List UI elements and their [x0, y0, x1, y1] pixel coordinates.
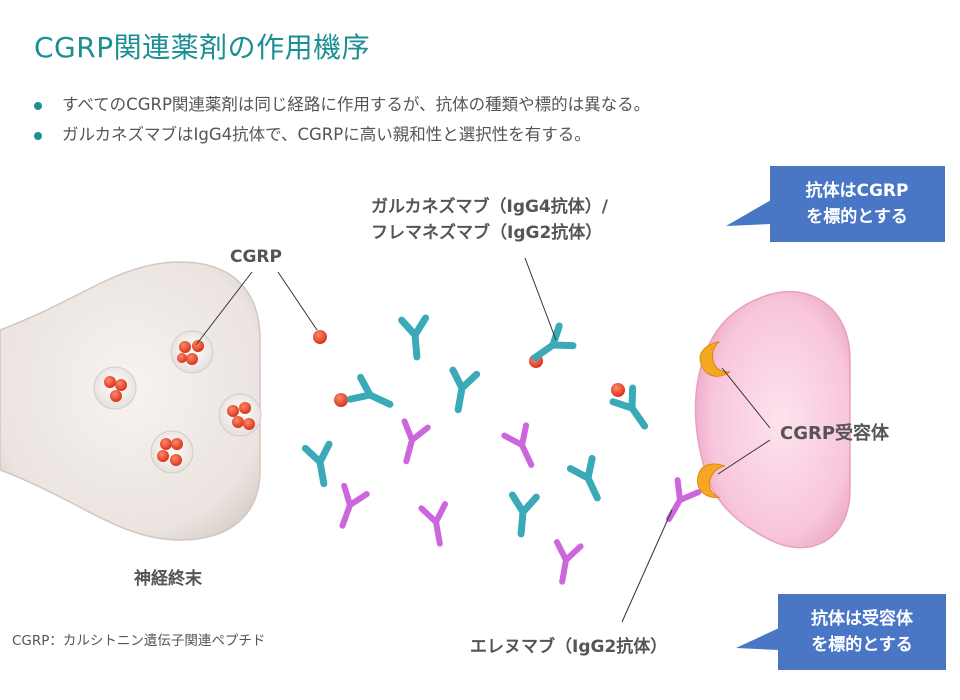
teal-antibody — [531, 322, 577, 362]
leader-line-cgrp-free — [277, 271, 318, 331]
cgrp-molecule — [611, 383, 625, 397]
page-title: CGRP関連薬剤の作用機序 — [34, 31, 371, 64]
galcanezumab-label-line1: ガルカネズマブ（IgG4抗体）/ — [371, 196, 609, 217]
callout-receptor-target: 抗体は受容体 を標的とする — [736, 594, 946, 670]
leader-line-erenumab — [621, 509, 673, 623]
teal-antibody — [508, 491, 540, 538]
vesicle — [150, 430, 194, 474]
erenumab-label: エレヌマブ（IgG2抗体） — [470, 636, 667, 657]
leader-line-galcanezumab — [524, 257, 557, 341]
teal-antibody — [609, 384, 649, 430]
cgrp-molecule — [334, 393, 348, 407]
bullet-item: ガルカネズマブはIgG4抗体で、CGRPに高い親和性と選択性を有する。 — [34, 120, 650, 150]
footnote: CGRP：カルシトニン遺伝子関連ペプチド — [12, 633, 265, 649]
cgrp-receptor-bottom — [697, 463, 726, 499]
vesicle — [93, 366, 137, 410]
vesicle-releasing — [218, 393, 262, 437]
leader-line-receptor-top — [721, 367, 771, 429]
teal-antibody — [566, 454, 601, 502]
receptor-cell-shape — [694, 290, 851, 549]
cgrp-label: CGRP — [230, 247, 282, 267]
purple-antibody — [418, 501, 449, 547]
purple-antibody — [553, 539, 584, 585]
galcanezumab-label-line2: フレマネズマブ（IgG2抗体） — [371, 222, 602, 243]
teal-antibody — [449, 366, 481, 414]
purple-antibody — [666, 477, 702, 523]
bullet-list: すべてのCGRP関連薬剤は同じ経路に作用するが、抗体の種類や標的は異なる。 ガル… — [34, 90, 650, 150]
teal-antibody — [301, 440, 333, 488]
bullet-item: すべてのCGRP関連薬剤は同じ経路に作用するが、抗体の種類や標的は異なる。 — [34, 90, 650, 120]
callout-cgrp-target: 抗体はCGRP を標的とする — [726, 166, 945, 242]
purple-antibody — [501, 422, 535, 468]
nerve-ending-label: 神経終末 — [134, 568, 203, 589]
callout-receptor-target-line2: を標的とする — [811, 634, 913, 655]
teal-antibody — [346, 373, 394, 408]
callout-cgrp-target-line1: 抗体はCGRP — [806, 180, 909, 201]
vesicle — [170, 330, 214, 374]
leader-line-cgrp-vesicle — [195, 271, 253, 346]
receptor-label: CGRP受容体 — [780, 422, 890, 444]
callout-receptor-target-line1: 抗体は受容体 — [811, 608, 914, 629]
purple-antibody — [339, 482, 370, 529]
cgrp-receptor-top — [699, 341, 731, 377]
purple-antibody — [401, 418, 431, 465]
cgrp-molecule — [313, 330, 327, 344]
leader-line-receptor-bottom — [717, 439, 771, 475]
teal-antibody — [398, 314, 430, 361]
callout-cgrp-target-line2: を標的とする — [806, 206, 908, 227]
